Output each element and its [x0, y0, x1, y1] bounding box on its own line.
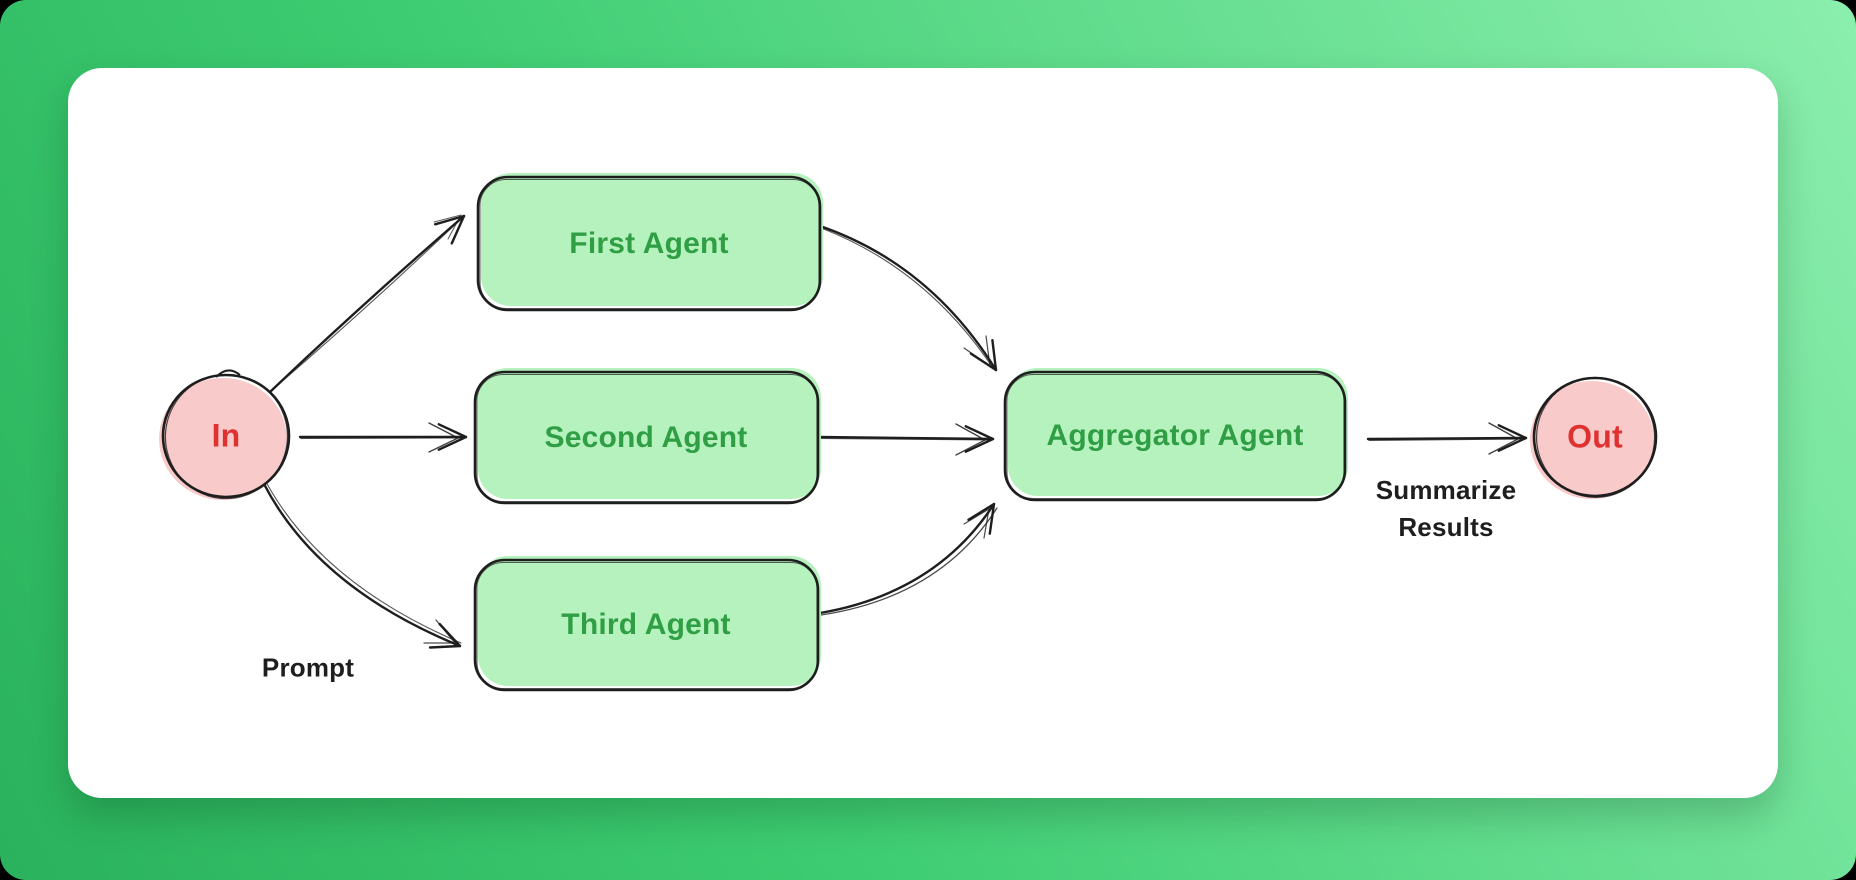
edge-in-to-first-agent[interactable] [268, 214, 466, 394]
edge-label-summarize-line2: Results [1398, 512, 1494, 542]
edge-in-to-third-agent[interactable] [262, 481, 462, 649]
node-second-agent[interactable] [473, 368, 821, 505]
edge-label-summarize-line1: Summarize [1375, 475, 1517, 505]
node-in-label[interactable]: In [211, 417, 241, 454]
node-second-agent-label[interactable]: Second Agent [544, 421, 748, 454]
edge-aggregator-to-out[interactable] [1366, 422, 1528, 455]
node-in[interactable] [158, 368, 294, 506]
diagram-canvas: In First Agent Second Agent Third Agent … [68, 68, 1778, 798]
node-aggregator-agent[interactable] [1003, 368, 1348, 502]
edge-label-prompt[interactable]: Prompt [261, 652, 355, 683]
node-out-label[interactable]: Out [1567, 418, 1623, 455]
node-aggregator-agent-label[interactable]: Aggregator Agent [1046, 419, 1304, 452]
node-out[interactable] [1529, 370, 1663, 505]
edge-in-to-second-agent[interactable] [298, 422, 468, 453]
pen-tail [215, 369, 241, 378]
edge-first-agent-to-aggregator[interactable] [818, 224, 998, 372]
node-third-agent[interactable] [473, 556, 821, 692]
edge-third-agent-to-aggregator[interactable] [818, 502, 998, 616]
node-third-agent-label[interactable]: Third Agent [561, 608, 731, 641]
edge-second-agent-to-aggregator[interactable] [816, 423, 995, 456]
edge-label-summarize-results[interactable]: Summarize Results [1376, 472, 1517, 546]
node-first-agent-label[interactable]: First Agent [569, 227, 729, 260]
node-first-agent[interactable] [476, 173, 823, 312]
diagram-shapes-layer [158, 173, 1663, 692]
